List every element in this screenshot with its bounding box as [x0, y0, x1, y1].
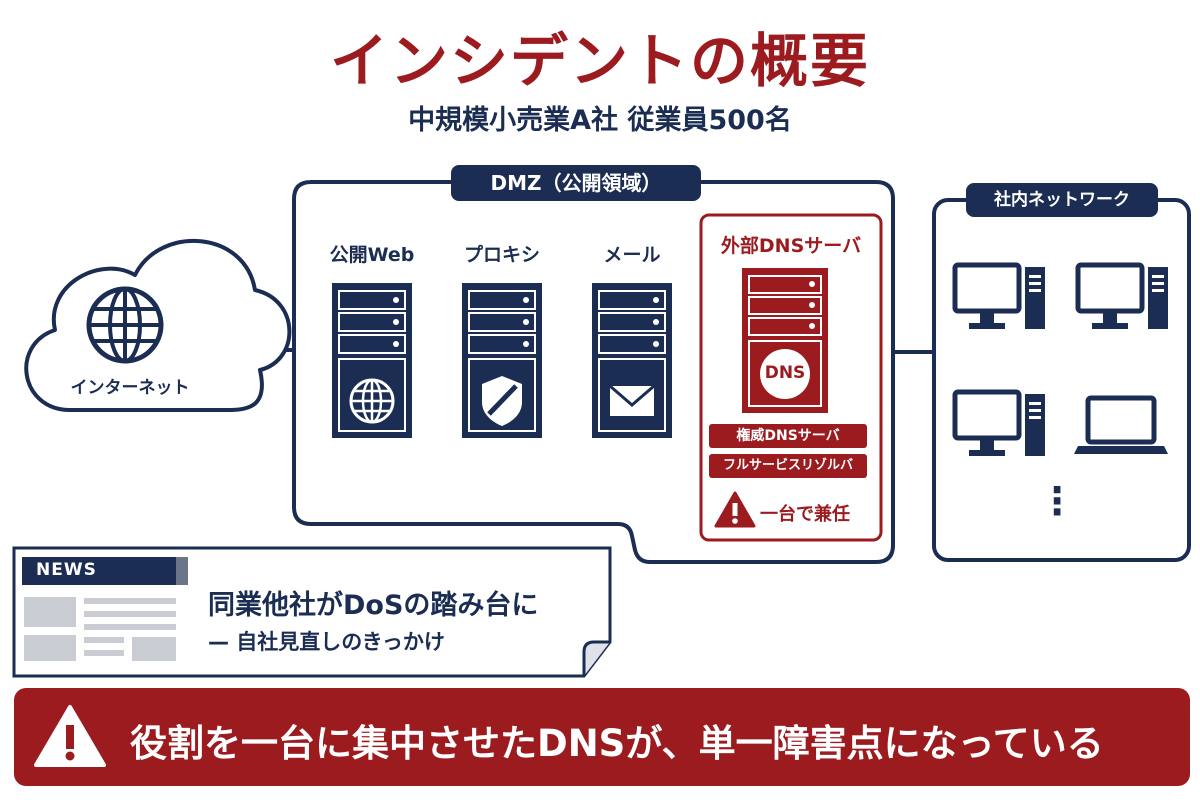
envelope-icon — [609, 384, 655, 416]
warning-icon — [34, 705, 106, 767]
web-server — [332, 283, 412, 438]
internal-network-label: 社内ネットワーク — [966, 183, 1158, 217]
dns-role-resolver: フルサービスリゾルバ — [709, 454, 867, 478]
news-subline: — 自社見直しのきっかけ — [208, 630, 445, 654]
globe-icon — [349, 378, 395, 424]
desktop-icon — [1075, 262, 1168, 329]
dmz-frame — [292, 180, 895, 564]
proxy-server-label: プロキシ — [463, 244, 540, 266]
news-card — [12, 546, 612, 678]
web-server-label: 公開Web — [329, 244, 415, 266]
conclusion-text: 役割を一台に集中させたDNSが、単一障害点になっている — [130, 722, 1104, 765]
desktop-icon — [952, 389, 1045, 456]
desktop-icon — [952, 262, 1045, 329]
page-subtitle: 中規模小売業A社 従業員500名 — [408, 105, 792, 136]
warning-icon — [714, 491, 756, 528]
conclusion-banner — [14, 688, 1190, 786]
dns-server — [742, 268, 828, 413]
mail-server-label: メール — [603, 244, 661, 266]
dns-warning-text: 一台で兼任 — [760, 504, 850, 525]
dns-badge: DNS — [764, 363, 806, 383]
news-tag: NEWS — [36, 560, 97, 580]
more-devices-indicator: ⋮ — [1038, 479, 1076, 523]
dns-role-authoritative: 権威DNSサーバ — [709, 424, 867, 448]
internet-label: インターネット — [70, 378, 190, 398]
laptop-icon — [1074, 395, 1168, 454]
shield-icon — [482, 376, 522, 426]
page-title: インシデントの概要 — [329, 27, 870, 95]
globe-icon — [86, 286, 164, 364]
dns-server-label: 外部DNSサーバ — [720, 235, 862, 257]
dmz-label: DMZ（公開領域） — [451, 165, 701, 201]
news-headline: 同業他社がDoSの踏み台に — [208, 590, 539, 621]
